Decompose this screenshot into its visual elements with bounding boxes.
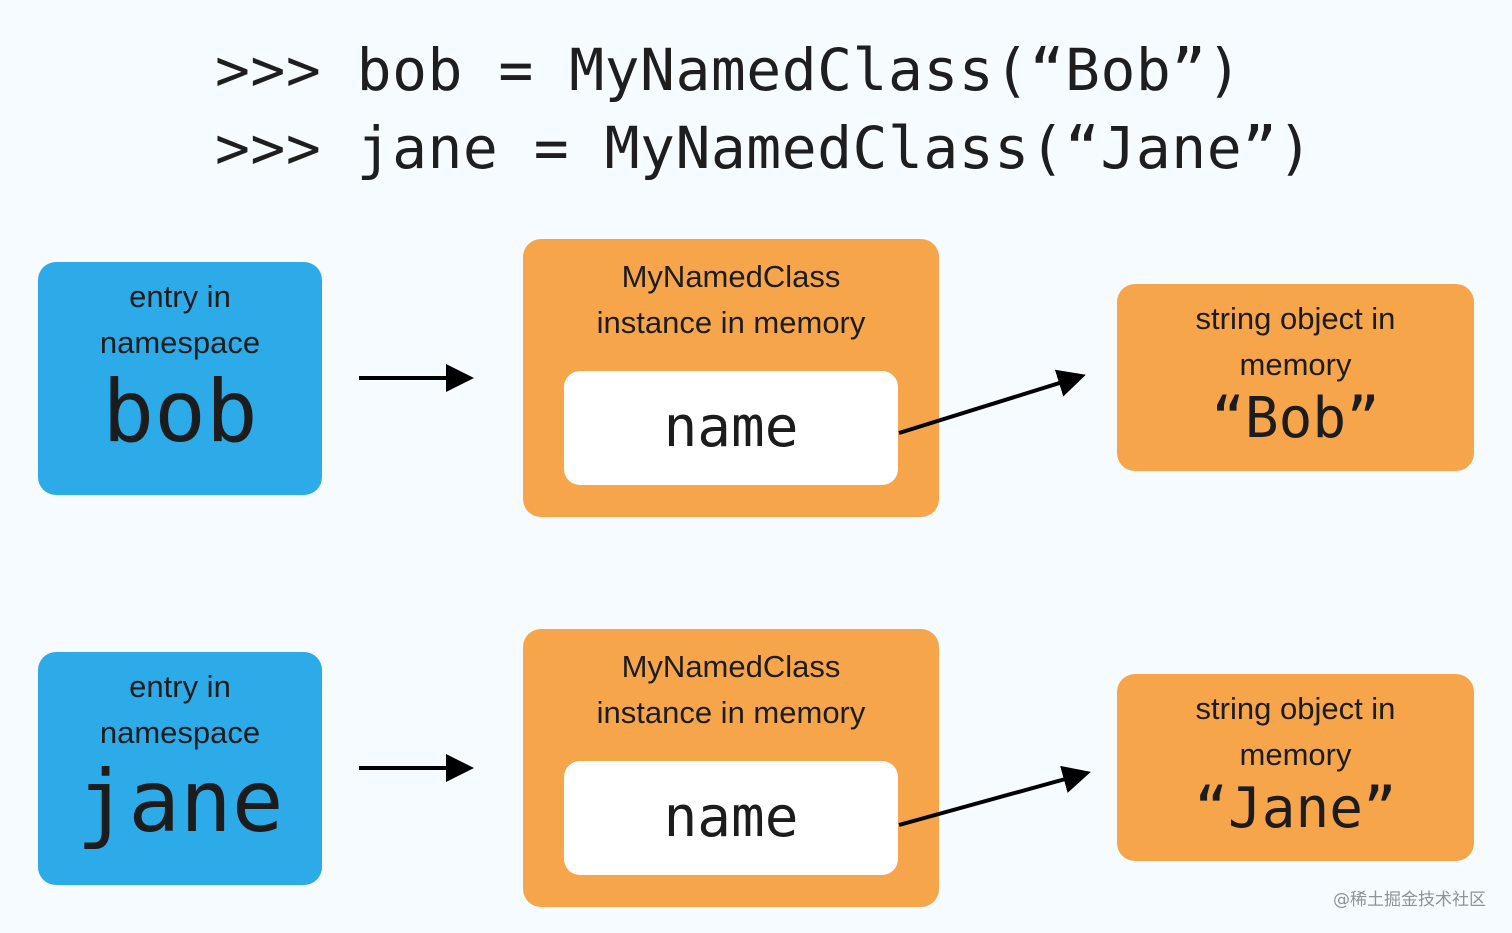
- string-label-line1: string object in: [1195, 301, 1396, 336]
- string-value: “Bob”: [1211, 386, 1380, 451]
- instance-label-line2: instance in memory: [596, 695, 866, 730]
- namespace-variable-name: jane: [76, 752, 284, 852]
- arrow-instance-to-string-jane: [898, 765, 1091, 827]
- instance-label-line2: instance in memory: [596, 305, 866, 340]
- instance-box-jane: MyNamedClass instance in memory name: [523, 629, 939, 907]
- instance-label-line1: MyNamedClass: [621, 649, 841, 684]
- instance-label-line1: MyNamedClass: [621, 259, 841, 294]
- arrow-instance-to-string-bob: [898, 369, 1086, 435]
- string-label-line2: memory: [1239, 737, 1352, 772]
- string-label-line1: string object in: [1195, 691, 1396, 726]
- code-line-bob: >>> bob = MyNamedClass(“Bob”): [215, 36, 1243, 104]
- instance-box-bob: MyNamedClass instance in memory name: [523, 239, 939, 517]
- watermark: @稀土掘金技术社区: [1333, 890, 1486, 910]
- namespace-label-line2: namespace: [99, 325, 261, 360]
- string-label-line2: memory: [1239, 347, 1352, 382]
- namespace-variable-name: bob: [102, 362, 258, 462]
- string-object-jane: string object in memory “Jane”: [1117, 674, 1474, 861]
- namespace-label-line2: namespace: [99, 715, 261, 750]
- namespace-entry-bob: entry in namespace bob: [38, 262, 322, 495]
- string-object-bob: string object in memory “Bob”: [1117, 284, 1474, 471]
- code-line-jane: >>> jane = MyNamedClass(“Jane”): [215, 114, 1313, 182]
- attribute-name-box: name: [564, 371, 898, 485]
- attribute-name-box: name: [564, 761, 898, 875]
- namespace-label-line1: entry in: [129, 279, 231, 314]
- namespace-label-line1: entry in: [129, 669, 231, 704]
- string-value: “Jane”: [1194, 776, 1397, 841]
- namespace-entry-jane: entry in namespace jane: [38, 652, 322, 885]
